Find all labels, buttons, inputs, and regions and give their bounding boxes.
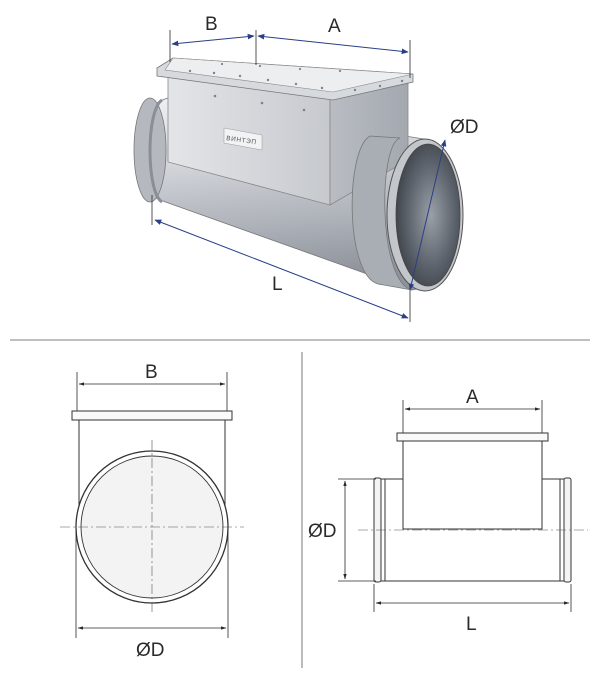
top-l-dim-line bbox=[154, 219, 409, 319]
left-ring bbox=[148, 98, 164, 204]
top-a-dim-line bbox=[257, 33, 409, 55]
right-d-label: ØD bbox=[308, 521, 337, 542]
top-d-label: ØD bbox=[450, 117, 479, 138]
top-b-label: B bbox=[205, 14, 218, 35]
flange-holes bbox=[188, 62, 404, 112]
right-box bbox=[402, 440, 543, 530]
top-b-dim-line bbox=[171, 33, 255, 47]
right-flange bbox=[396, 432, 549, 442]
left-flange bbox=[71, 410, 233, 421]
top-l-label: L bbox=[272, 274, 283, 295]
side-view: A ØD L bbox=[308, 387, 588, 635]
left-b-label: B bbox=[145, 362, 158, 383]
brand-label: ВИНТЭП bbox=[226, 135, 257, 146]
top-d-dim-line bbox=[408, 139, 447, 291]
left-d-label: ØD bbox=[136, 640, 165, 661]
front-view: B ØD bbox=[60, 362, 244, 661]
brand-plate: ВИНТЭП bbox=[223, 127, 263, 151]
right-a-label: A bbox=[466, 387, 479, 408]
right-l-label: L bbox=[466, 614, 477, 635]
isometric-view: ВИНТЭП B A ØD L bbox=[133, 14, 479, 322]
top-a-label: A bbox=[328, 16, 341, 37]
